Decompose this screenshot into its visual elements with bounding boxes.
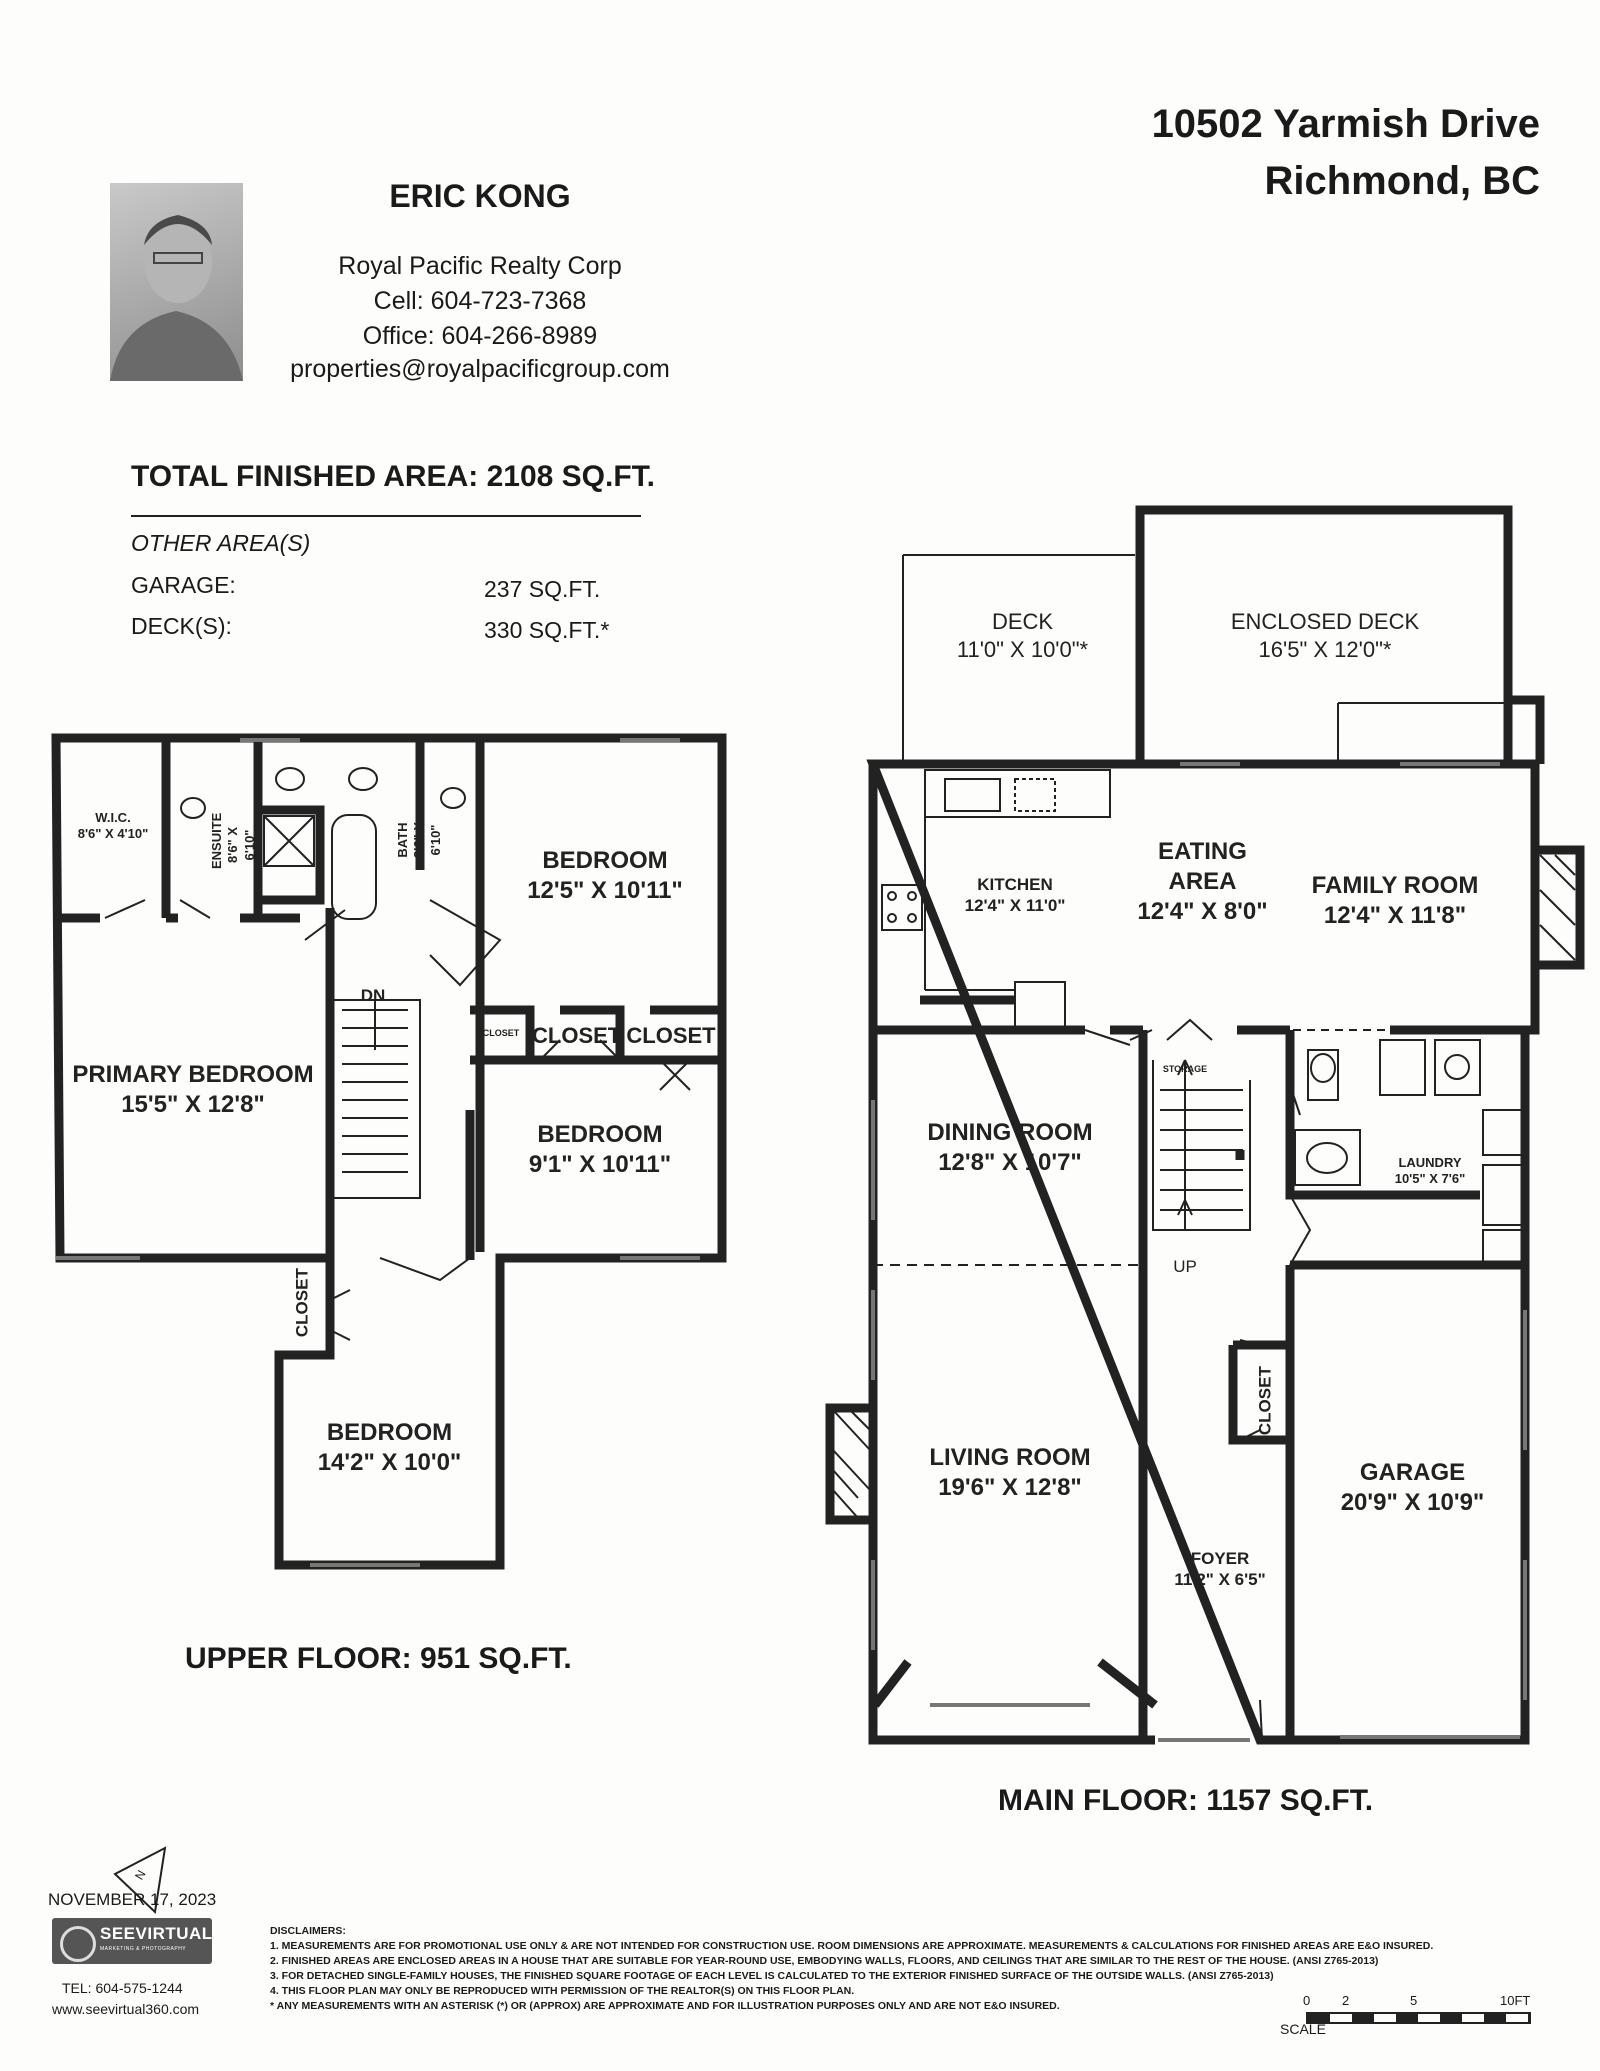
room-eating-area: EATING AREA 12'4" X 8'0" (1137, 838, 1268, 925)
disclaimer-3: 3. FOR DETACHED SINGLE-FAMILY HOUSES, TH… (270, 1970, 1274, 1982)
agent-portrait (110, 215, 243, 381)
closet-c: CLOSET (626, 1023, 716, 1048)
disclaimer-2: 2. FINISHED AREAS ARE ENCLOSED AREAS IN … (270, 1955, 1379, 1967)
closet-small: CLOSET (272, 894, 310, 904)
room-primary-bedroom: PRIMARY BEDROOM 15'5" X 12'8" (72, 1061, 314, 1118)
logo-icon (60, 1926, 96, 1962)
room-foyer: FOYER 11'2" X 6'5" (1174, 1549, 1266, 1590)
agent-company: Royal Pacific Realty Corp (338, 252, 622, 280)
scale-tick-10: 10FT (1500, 1993, 1531, 2008)
scale-tick-5: 5 (1410, 1993, 1418, 2008)
room-deck: DECK 11'0" X 10'0"* (956, 609, 1089, 662)
closet-b: CLOSET (532, 1023, 622, 1048)
scale-tick-0: 0 (1303, 1993, 1311, 2008)
tel: TEL: 604-575-1244 (62, 1980, 183, 1996)
disclaimers: DISCLAIMERS: 1. MEASUREMENTS ARE FOR PRO… (270, 1924, 1570, 2014)
stairs-dn-label: DN (360, 986, 386, 1005)
stairs-up-label: UP (1173, 1257, 1197, 1276)
room-ensuite: ENSUITE 8'6" X 6'10" (209, 812, 257, 869)
agent-office: Office: 604-266-8989 (362, 322, 598, 350)
deck-area-label: DECK(S): (131, 613, 232, 639)
main-floor-walls (825, 505, 1585, 1745)
scale-bar (1306, 2012, 1531, 2024)
room-bath: BATH 8'6" X 6'10" (395, 822, 443, 858)
closet-a: CLOSET (482, 1028, 520, 1038)
garage-area-value: 237 SQ.FT. (484, 576, 601, 602)
room-dining-room: DINING ROOM 12'8" X 10'7" (927, 1119, 1093, 1176)
room-family-room: FAMILY ROOM 12'4" X 11'8" (1311, 872, 1479, 929)
disclaimer-5: * ANY MEASUREMENTS WITH AN ASTERISK (*) … (270, 2000, 1060, 2012)
room-laundry: LAUNDRY 10'5" X 7'6" (1394, 1155, 1466, 1187)
disclaimer-title: DISCLAIMERS: (270, 1925, 346, 1937)
upper-floor-walls (51, 733, 727, 1570)
upper-floor-label: UPPER FLOOR: 951 SQ.FT. (185, 1642, 572, 1675)
garage-area-label: GARAGE: (131, 572, 236, 598)
address-line-1: 10502 Yarmish Drive (1151, 102, 1540, 146)
room-enclosed-deck: ENCLOSED DECK 16'5" X 12'0"* (1230, 609, 1420, 662)
disclaimer-4: 4. THIS FLOOR PLAN MAY ONLY BE REPRODUCE… (270, 1985, 855, 1997)
seevirtual-logo: SEEVIRTUAL MARKETING & PHOTOGRAPHY (52, 1918, 212, 1964)
main-floor-details (832, 510, 1576, 1742)
website: www.seevirtual360.com (52, 2001, 200, 2017)
scale-tick-2: 2 (1342, 1993, 1350, 2008)
other-areas-heading: OTHER AREA(S) (131, 530, 311, 556)
upper-floor-details (56, 738, 700, 1567)
agent-cell: Cell: 604-723-7368 (373, 287, 587, 315)
total-value: 2108 SQ.FT. (486, 460, 655, 493)
total-divider (131, 515, 641, 517)
compass-icon (113, 1846, 167, 1915)
closet-vertical-upper: CLOSET (292, 1268, 312, 1338)
disclaimer-1: 1. MEASUREMENTS ARE FOR PROMOTIONAL USE … (270, 1940, 1434, 1952)
room-wic: W.I.C. 8'6" X 4'10" (77, 810, 149, 842)
storage-label: STORAGE (1162, 1064, 1208, 1074)
main-floor-label: MAIN FLOOR: 1157 SQ.FT. (998, 1784, 1374, 1817)
agent-email: properties@royalpacificgroup.com (290, 355, 670, 383)
address-line-2: Richmond, BC (1264, 159, 1540, 203)
total-finished-area: TOTAL FINISHED AREA: 2108 SQ.FT. (131, 460, 655, 494)
room-bedroom-ne: BEDROOM 12'5" X 10'11" (527, 847, 683, 904)
room-garage: GARAGE 20'9" X 10'9" (1340, 1459, 1485, 1516)
scale-label: SCALE (1280, 2021, 1326, 2037)
room-bedroom-s: BEDROOM 14'2" X 10'0" (317, 1419, 462, 1476)
deck-area-value: 330 SQ.FT.* (484, 617, 610, 643)
closet-vertical-main: CLOSET (1255, 1366, 1275, 1436)
date: NOVEMBER 17, 2023 (48, 1890, 217, 1909)
agent-name: ERIC KONG (389, 178, 571, 214)
room-kitchen: KITCHEN 12'4" X 11'0" (964, 875, 1066, 916)
room-living-room: LIVING ROOM 19'6" X 12'8" (929, 1444, 1091, 1501)
logo-name: SEEVIRTUAL (100, 1924, 213, 1943)
agent-photo (110, 183, 243, 381)
total-label: TOTAL FINISHED AREA: (131, 460, 479, 493)
room-bedroom-e: BEDROOM 9'1" X 10'11" (528, 1121, 672, 1178)
logo-subtitle: MARKETING & PHOTOGRAPHY (100, 1946, 187, 1952)
